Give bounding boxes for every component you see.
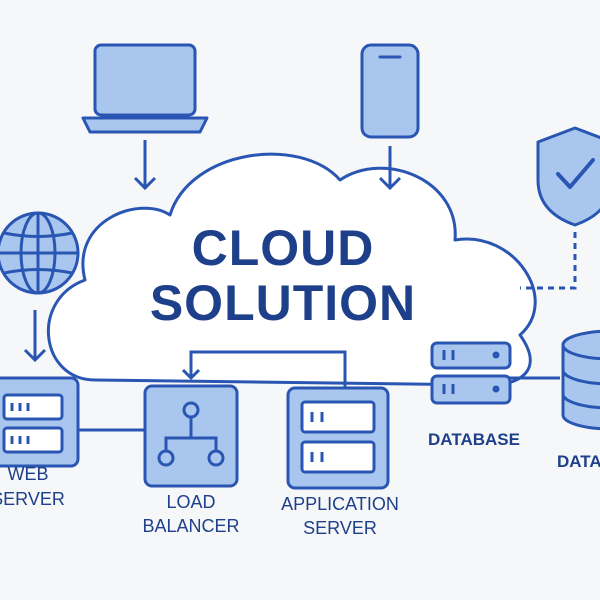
database-cylinder-icon: [561, 329, 600, 431]
application-server-icon: [286, 386, 390, 490]
app-to-lb-connector: [181, 350, 347, 388]
smartphone-arrow: [378, 146, 402, 191]
title-line-2: SOLUTION: [150, 275, 416, 331]
title-line-1: CLOUD: [192, 220, 375, 276]
load-balancer-icon: [143, 384, 239, 488]
application-server-label-1: APPLICATION: [281, 494, 399, 514]
cloud-shape: [47, 152, 537, 387]
application-server-label-2: SERVER: [303, 518, 377, 538]
web-server-label-2: SERVER: [0, 489, 65, 509]
load-balancer-label-2: BALANCER: [142, 516, 239, 536]
database-small-label: DATABASE: [428, 430, 520, 449]
laptop-icon: [81, 43, 209, 134]
load-balancer-label-1: LOAD: [166, 492, 215, 512]
globe-arrow: [23, 310, 47, 363]
laptop-arrow: [133, 140, 157, 191]
web-server-icon: [0, 376, 80, 468]
globe-icon: [0, 211, 80, 295]
database-rack-icon: [430, 341, 512, 405]
web-server-label-1: WEB: [7, 464, 48, 484]
smartphone-icon: [360, 43, 420, 139]
database-large-label: DATA: [557, 452, 600, 471]
shield-check-icon: [536, 126, 600, 227]
shield-dashed-connector: [520, 232, 577, 290]
